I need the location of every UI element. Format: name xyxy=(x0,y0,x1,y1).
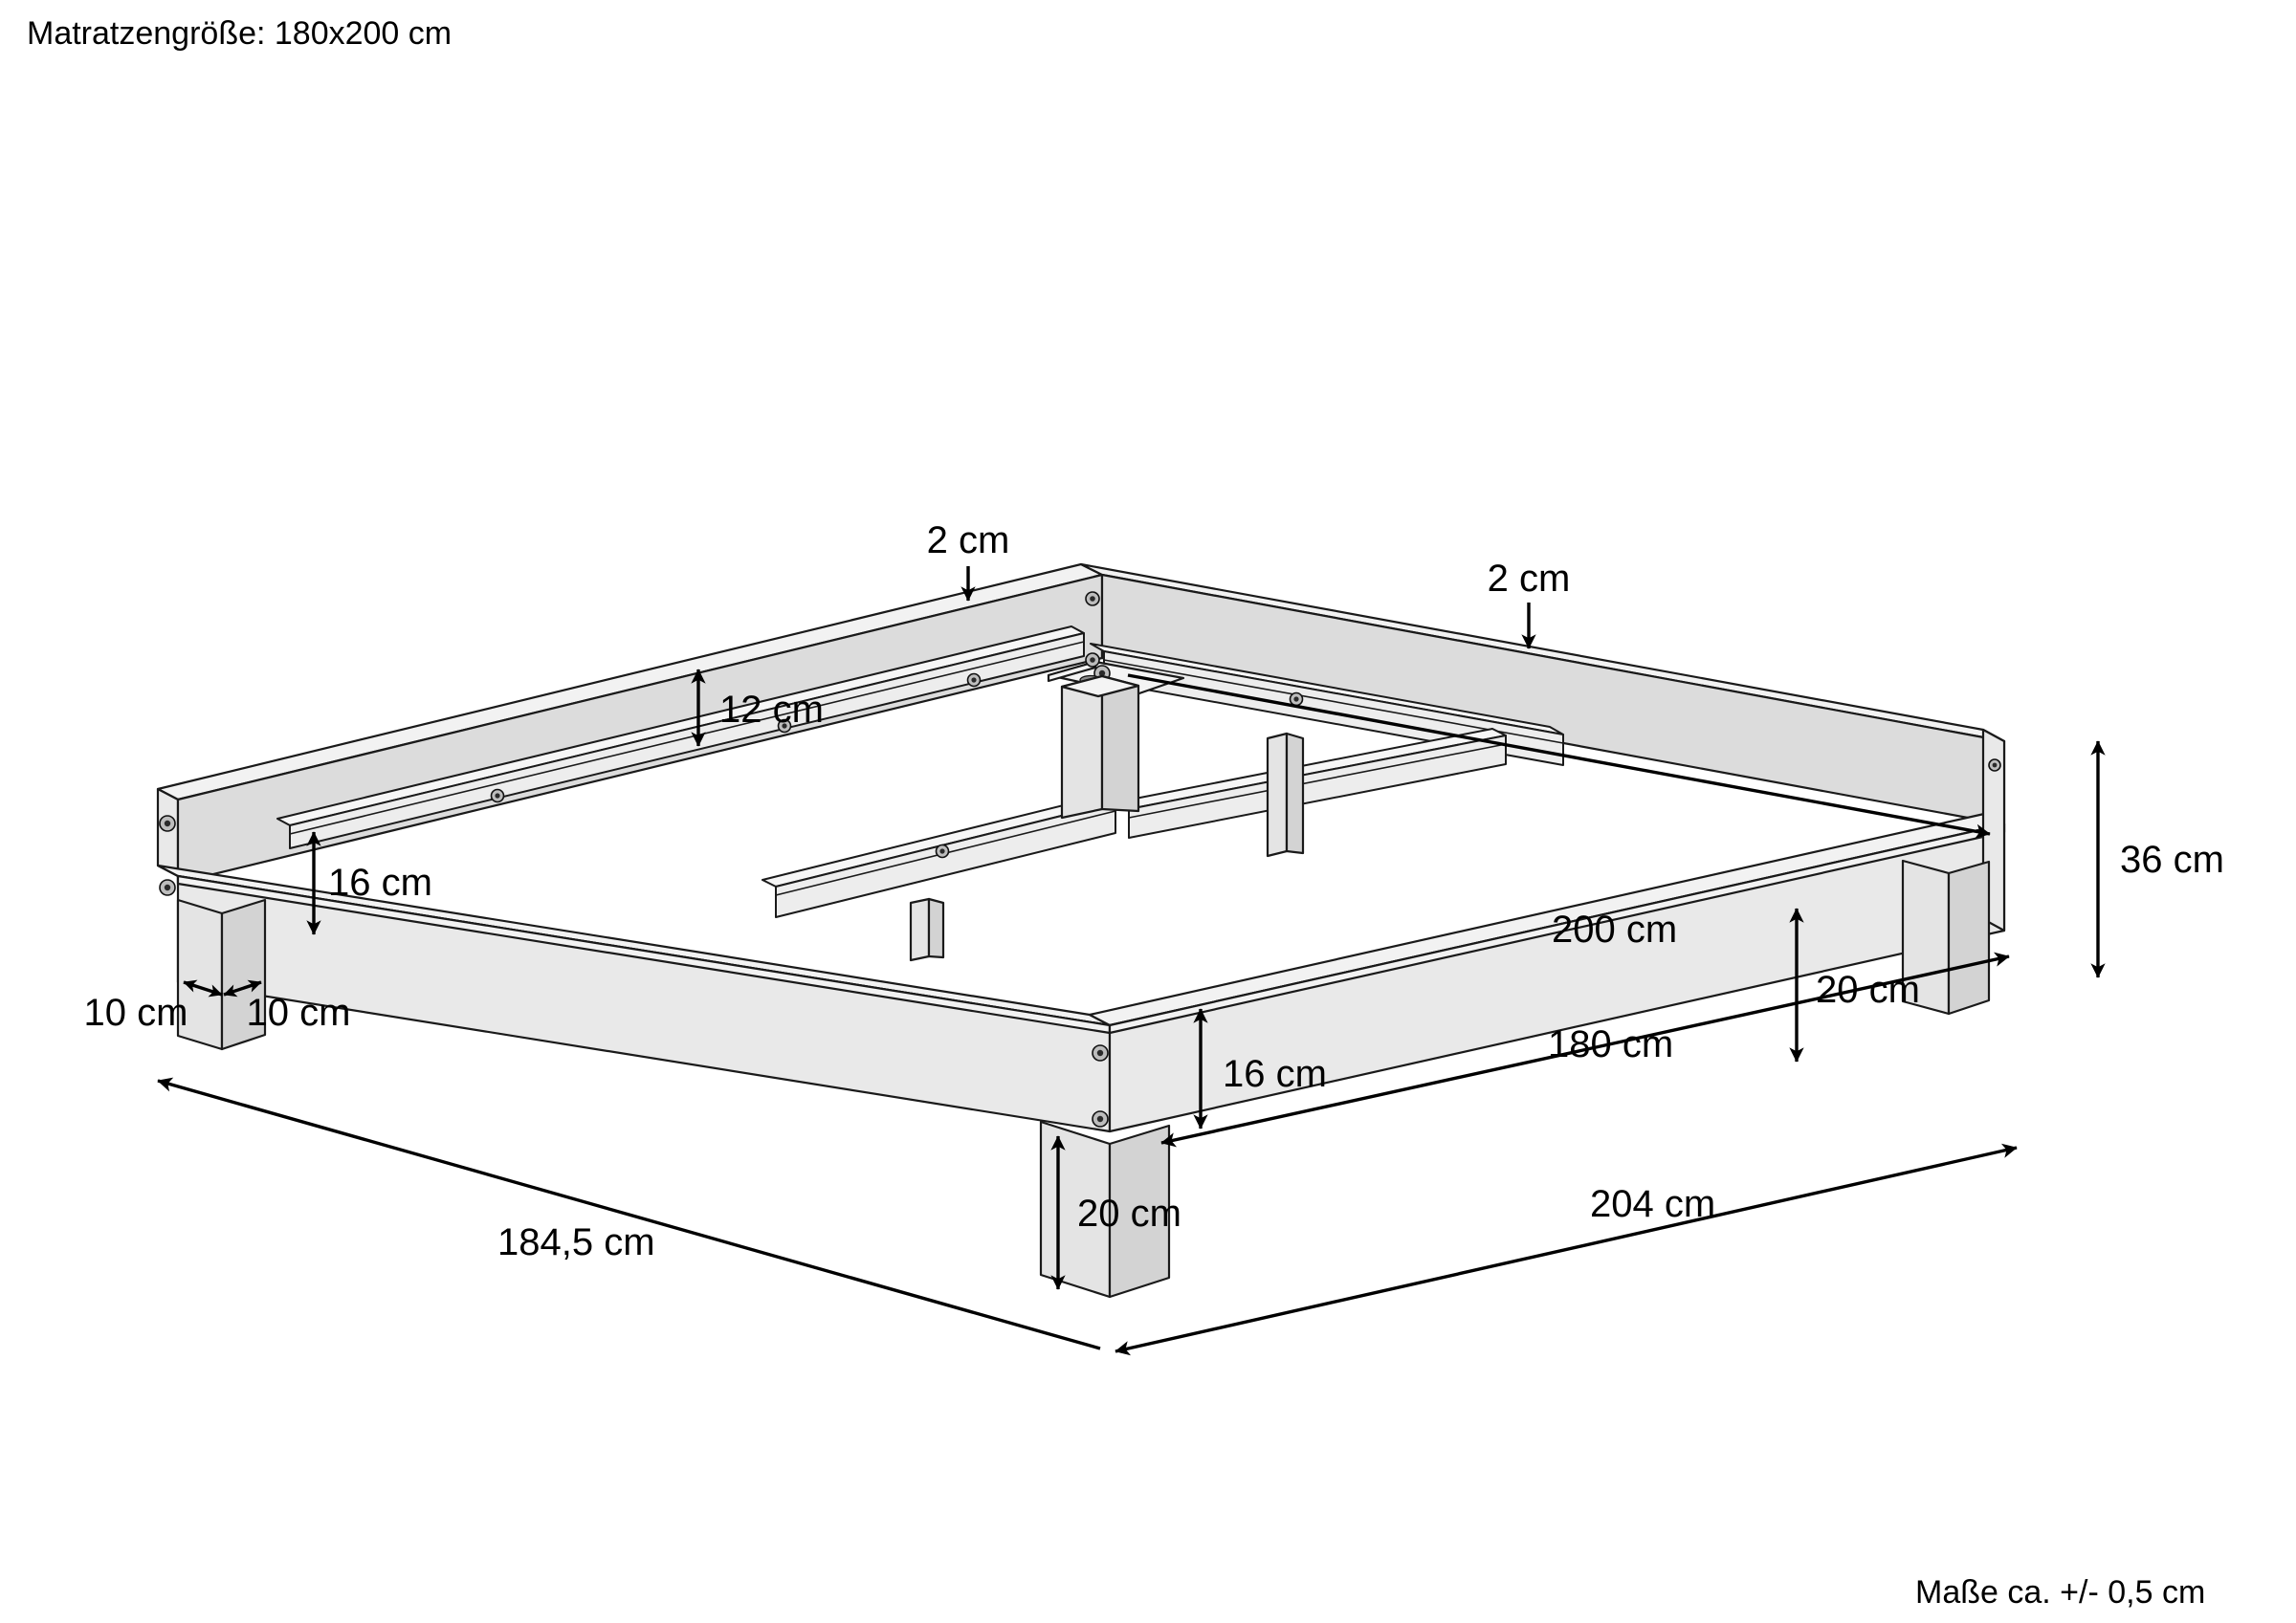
dim-leg-width-b xyxy=(223,979,262,998)
panel-front-left xyxy=(156,864,1112,1133)
dim-inner-width xyxy=(1160,952,2010,1148)
panel-screws xyxy=(159,591,2001,1128)
mid-inner-leg-left xyxy=(909,897,945,962)
panel-front-right xyxy=(1088,812,2006,1133)
mid-inner-leg-right xyxy=(1266,732,1305,858)
leg-right-corner xyxy=(1901,859,1991,1016)
center-leg xyxy=(1060,674,1140,820)
dimension-annotations xyxy=(157,566,2106,1356)
dim-leg-width-a xyxy=(183,979,223,998)
center-beam-right-segment xyxy=(1115,728,1507,839)
bed-frame-body xyxy=(156,562,2006,1299)
leg-left-corner xyxy=(176,898,267,1051)
dim-inner-length xyxy=(1127,673,1991,839)
dim-outer-width xyxy=(157,1077,1101,1350)
slat-support-rail-back-left xyxy=(276,625,1085,849)
dim-outer-length xyxy=(1115,1143,2018,1356)
leg-front-corner xyxy=(1039,1120,1171,1299)
